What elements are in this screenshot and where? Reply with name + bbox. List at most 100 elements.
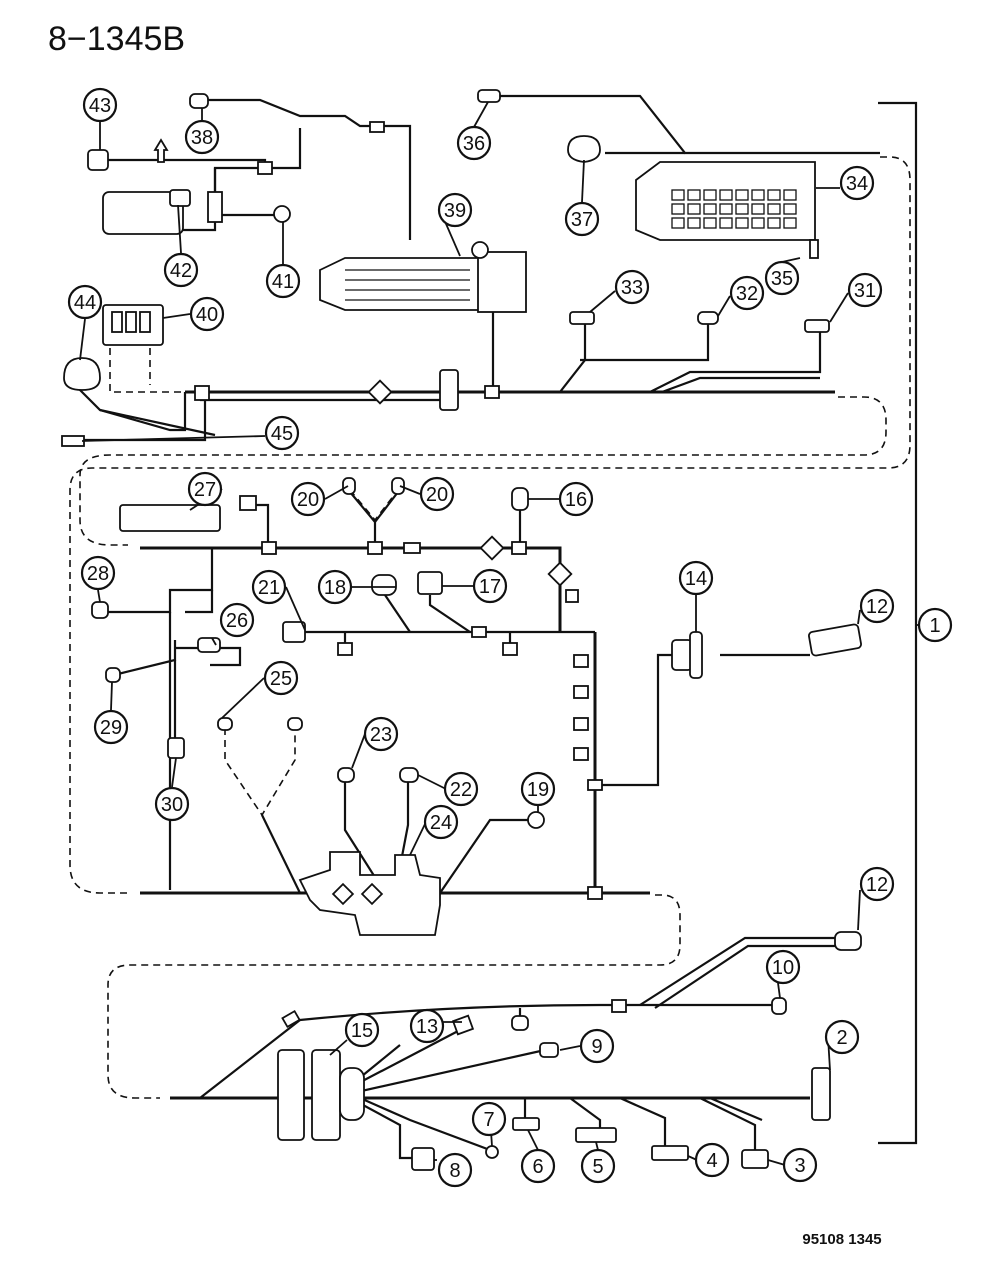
part-18-connector: [371, 574, 397, 596]
part-2-connector: [811, 1067, 831, 1121]
callout-number: 25: [270, 668, 292, 690]
callout-29: 29: [93, 681, 129, 745]
callout-37: 37: [564, 159, 600, 237]
part-30-connector: [167, 737, 185, 759]
callout-leader: [81, 435, 266, 442]
callout-number: 5: [592, 1156, 603, 1178]
callout-leader: [79, 318, 86, 361]
connector: [573, 654, 589, 668]
callout-leader: [351, 733, 366, 769]
part-10-connector: [771, 997, 787, 1015]
callout-20: 20: [290, 481, 349, 517]
connector: [573, 717, 589, 731]
part-28-connector: [91, 601, 109, 619]
part-15-grommet: [311, 1049, 341, 1141]
callout-leader: [221, 677, 265, 719]
connector: [239, 495, 257, 511]
callout-number: 29: [100, 717, 122, 739]
part-37-connector: [567, 135, 601, 163]
callout-number: 8: [449, 1160, 460, 1182]
part-19-lamp: [527, 811, 545, 829]
callout-leader: [285, 586, 306, 631]
callout-9: 9: [559, 1028, 615, 1064]
callout-3: 3: [767, 1147, 818, 1183]
part-39-module: [319, 241, 527, 313]
callout-leader: [97, 589, 101, 603]
splice: [369, 121, 385, 133]
part-9-connector: [539, 1042, 559, 1058]
callout-leader: [559, 1045, 581, 1051]
diagram-title: 8−1345B: [48, 20, 185, 58]
callout-number: 12: [866, 596, 888, 618]
callout-leader: [589, 290, 616, 313]
callout-number: 41: [272, 271, 294, 293]
junction-block: [207, 191, 223, 223]
callout-8: 8: [434, 1152, 473, 1188]
callout-leader: [211, 637, 217, 646]
part-44-connector: [63, 357, 101, 391]
callout-40: 40: [162, 296, 225, 332]
callout-leader: [329, 1039, 348, 1056]
connector: [337, 642, 353, 656]
part-25-terminal: [287, 717, 303, 731]
callout-36: 36: [456, 101, 492, 161]
callout-45: 45: [81, 415, 300, 451]
part-35-bracket: [809, 239, 819, 259]
grommet-clip: [367, 379, 393, 405]
callout-number: 35: [771, 268, 793, 290]
callout-41: 41: [265, 222, 301, 299]
callout-number: 42: [170, 260, 192, 282]
callout-10: 10: [765, 949, 801, 999]
callout-17: 17: [442, 568, 508, 604]
part-38-connector: [189, 93, 209, 109]
callout-number: 20: [297, 489, 319, 511]
callout-number: 44: [74, 292, 96, 314]
callout-2: 2: [824, 1019, 860, 1071]
callout-leader: [829, 292, 849, 323]
callout-number: 19: [527, 779, 549, 801]
callout-number: 34: [846, 173, 868, 195]
callout-number: 28: [87, 563, 109, 585]
part-6-connector: [512, 1117, 540, 1131]
callout-number: 2: [836, 1027, 847, 1049]
callout-35: 35: [764, 257, 801, 296]
callout-30: 30: [154, 757, 190, 822]
callout-number: 33: [621, 277, 643, 299]
grommet: [439, 369, 459, 411]
part-17-connector: [417, 571, 443, 595]
callout-number: 1: [929, 615, 940, 637]
clip: [360, 882, 384, 906]
connector: [511, 1015, 529, 1031]
callout-number: 9: [591, 1036, 602, 1058]
part-20-lamp: [342, 477, 356, 495]
splice: [257, 161, 273, 175]
clip: [281, 1009, 301, 1029]
middle-harness: [91, 477, 862, 936]
connector: [573, 747, 589, 761]
part-45-connector: [61, 435, 85, 447]
callout-32: 32: [717, 275, 765, 317]
callout-number: 39: [444, 200, 466, 222]
part-3-connector: [741, 1149, 769, 1169]
callout-28: 28: [80, 555, 116, 603]
callout-number: 32: [736, 283, 758, 305]
lower-harness: [170, 931, 862, 1171]
callout-42: 42: [163, 204, 199, 288]
callout-leader: [595, 1141, 599, 1151]
part-15-grommet: [277, 1049, 305, 1141]
splice: [194, 385, 210, 401]
part-12-connector: [808, 623, 862, 657]
connector: [573, 685, 589, 699]
part-29-connector: [105, 667, 121, 683]
part-41-connector: [273, 205, 291, 223]
callout-number: 16: [565, 489, 587, 511]
callout-18: 18: [317, 569, 396, 605]
part-22-lamp: [399, 767, 419, 783]
part-34-fuse-block: [635, 161, 819, 259]
callout-number: 3: [794, 1155, 805, 1177]
callout-27: 27: [187, 471, 223, 511]
splice: [261, 541, 277, 555]
callout-number: 15: [351, 1020, 373, 1042]
part-12-connector-lower: [834, 931, 862, 951]
splice: [511, 541, 527, 555]
